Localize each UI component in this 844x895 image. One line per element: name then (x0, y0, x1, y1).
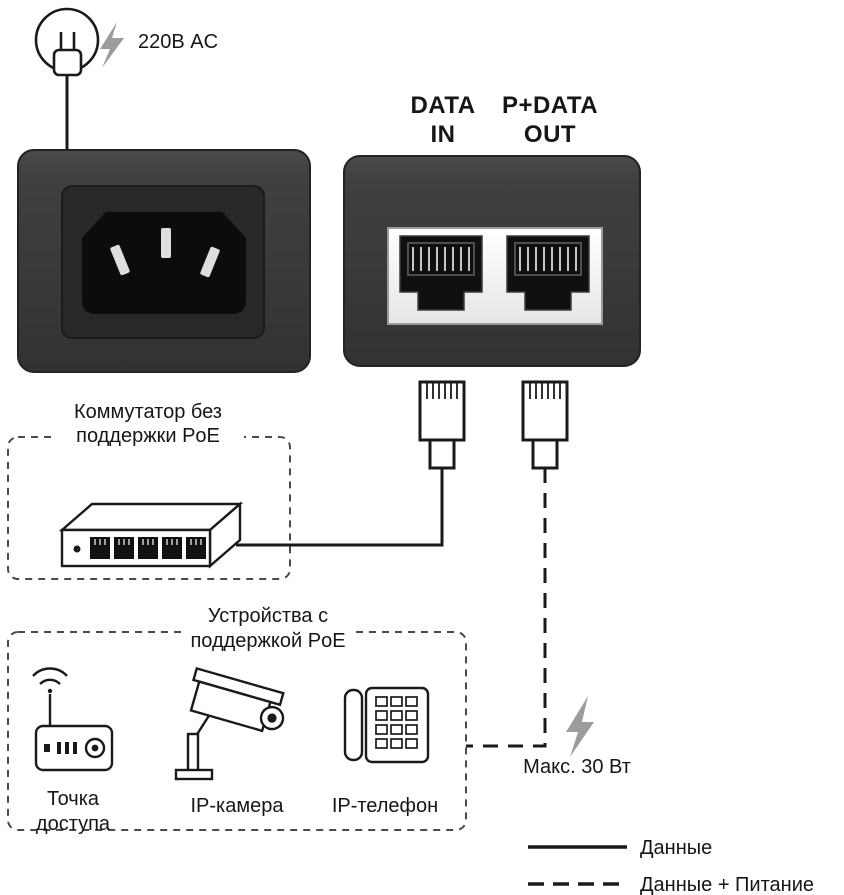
access-point-label-2: доступа (36, 813, 111, 835)
injector-ports-side (343, 155, 641, 367)
ac-inlet-icon (82, 212, 246, 314)
data-line (236, 468, 444, 547)
ip-phone-icon (343, 686, 430, 764)
legend-data-power-label: Данные + Питание (640, 874, 814, 895)
lightning-icon (100, 22, 124, 68)
legend: Данные Данные + Питание (528, 837, 814, 895)
ip-camera-icon (174, 666, 285, 781)
rj45-jack-data-in-icon (399, 235, 483, 311)
switch-box: Коммутатор без поддержки PoE (7, 401, 291, 580)
rj45-jack-pdata-out-icon (506, 235, 590, 311)
power-data-line (466, 468, 547, 748)
ac-inlet-pins (110, 228, 220, 278)
switch-box-title-1: Коммутатор без (74, 401, 222, 423)
access-point-label-1: Точка (47, 788, 100, 810)
power-voltage-label: 220В AC (138, 31, 218, 53)
ip-phone-label: IP-телефон (332, 795, 438, 817)
pdata-out-label-1: P+DATA (502, 92, 598, 119)
switch-box-title-2: поддержки PoE (76, 425, 220, 447)
port-labels: DATA IN P+DATA OUT (410, 92, 598, 148)
legend-data-label: Данные (640, 837, 712, 859)
data-in-label-1: DATA (410, 92, 475, 119)
rj45-plug-data-icon (418, 380, 466, 470)
data-in-label-2: IN (431, 121, 456, 148)
injector-power-side (17, 149, 311, 373)
max-power-lightning-icon (566, 696, 594, 757)
max-power-label: Макс. 30 Вт (523, 756, 631, 778)
pdata-out-label-2: OUT (524, 121, 576, 148)
devices-box-title-1: Устройства с (208, 605, 328, 627)
devices-box-title-2: поддержкой PoE (190, 630, 345, 652)
power-plug-icon (34, 7, 100, 77)
ip-camera-label: IP-камера (191, 795, 285, 817)
rj45-plug-pdata-icon (521, 380, 569, 470)
switch-icon (58, 501, 244, 569)
devices-box: Устройства с поддержкой PoE Точка доступ… (7, 605, 467, 835)
switch-ports (90, 537, 206, 559)
access-point-icon (32, 667, 114, 772)
